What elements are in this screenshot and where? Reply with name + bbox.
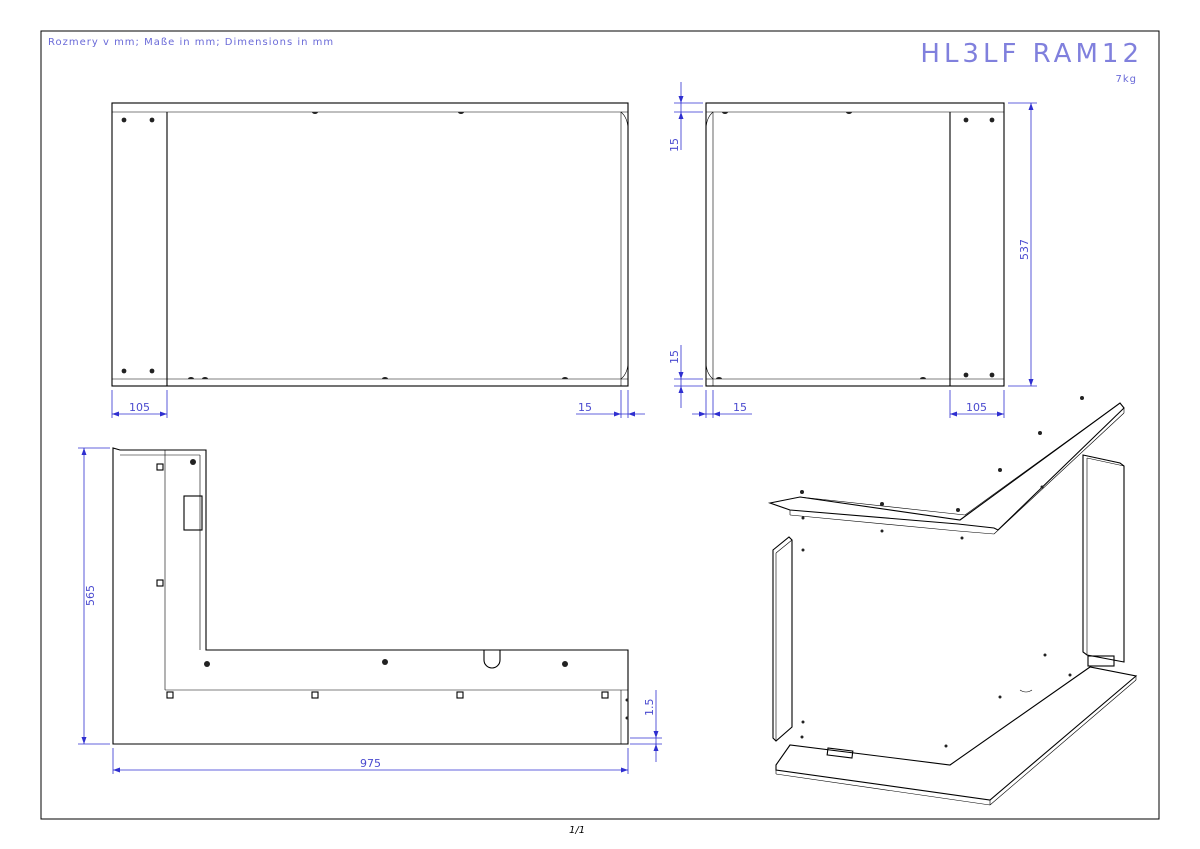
front-view: [111, 102, 629, 387]
page-number: 1/1: [569, 825, 585, 836]
dim-side-bottom-offset: 15: [668, 350, 681, 364]
side-view: [705, 102, 1005, 387]
dim-plan-step: 1.5: [643, 699, 656, 717]
dim-plan-width: 975: [360, 757, 381, 770]
front-view-dimensions: 105 15: [111, 390, 645, 418]
plan-view: [112, 447, 629, 745]
side-view-dimensions: 15 15 537 15 105: [668, 82, 1037, 418]
units-note: Rozmery v mm; Maße in mm; Dimensions in …: [48, 37, 334, 48]
dim-plan-depth: 565: [84, 585, 97, 606]
dim-side-right-width: 105: [966, 401, 987, 414]
isometric-exploded-view: [767, 396, 1138, 806]
dim-front-left-width: 105: [129, 401, 150, 414]
drawing-frame: [40, 30, 1160, 820]
dim-side-height: 537: [1018, 239, 1031, 260]
dim-front-right-offset: 15: [578, 401, 592, 414]
plan-view-dimensions: 565 975 1.5: [78, 447, 662, 774]
dim-side-top-offset: 15: [668, 138, 681, 152]
dim-side-left-offset: 15: [733, 401, 747, 414]
drawing-weight: 7kg: [1115, 74, 1137, 85]
drawing-title: HL3LF RAM12: [920, 39, 1143, 69]
